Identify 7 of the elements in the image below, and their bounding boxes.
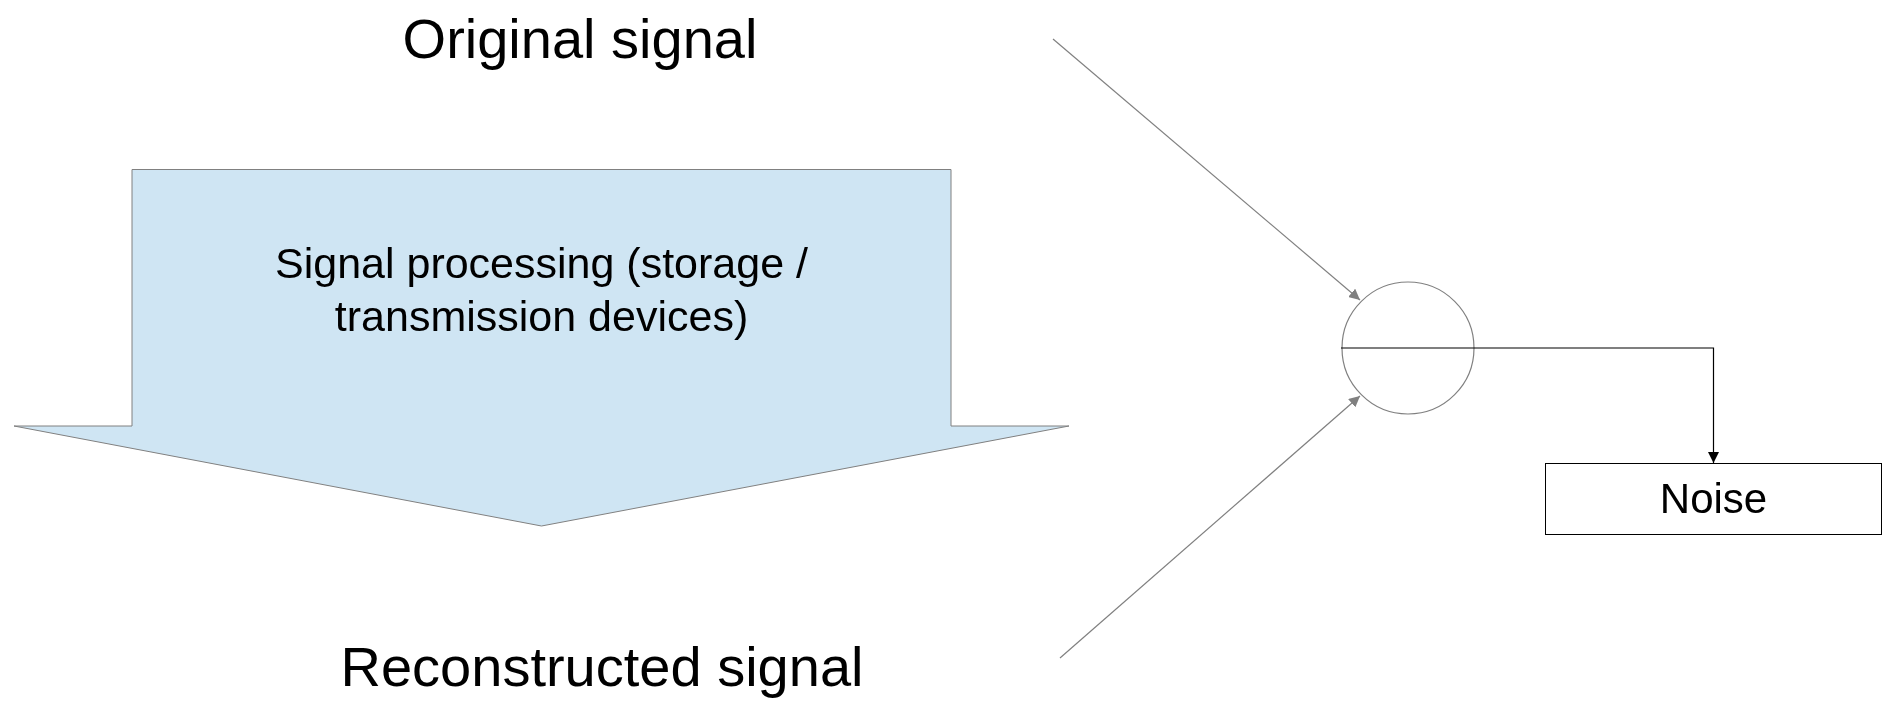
signal-label: Original signal bbox=[402, 5, 758, 71]
output-box: Noise bbox=[1545, 463, 1882, 535]
arrow bbox=[1052, 38, 1361, 301]
process-label: Signal processing (storage / transmission devices) bbox=[274, 238, 809, 342]
arrow bbox=[1340, 347, 1719, 464]
arrow bbox=[1059, 395, 1361, 659]
signal-label: Reconstructed signal bbox=[340, 633, 864, 699]
